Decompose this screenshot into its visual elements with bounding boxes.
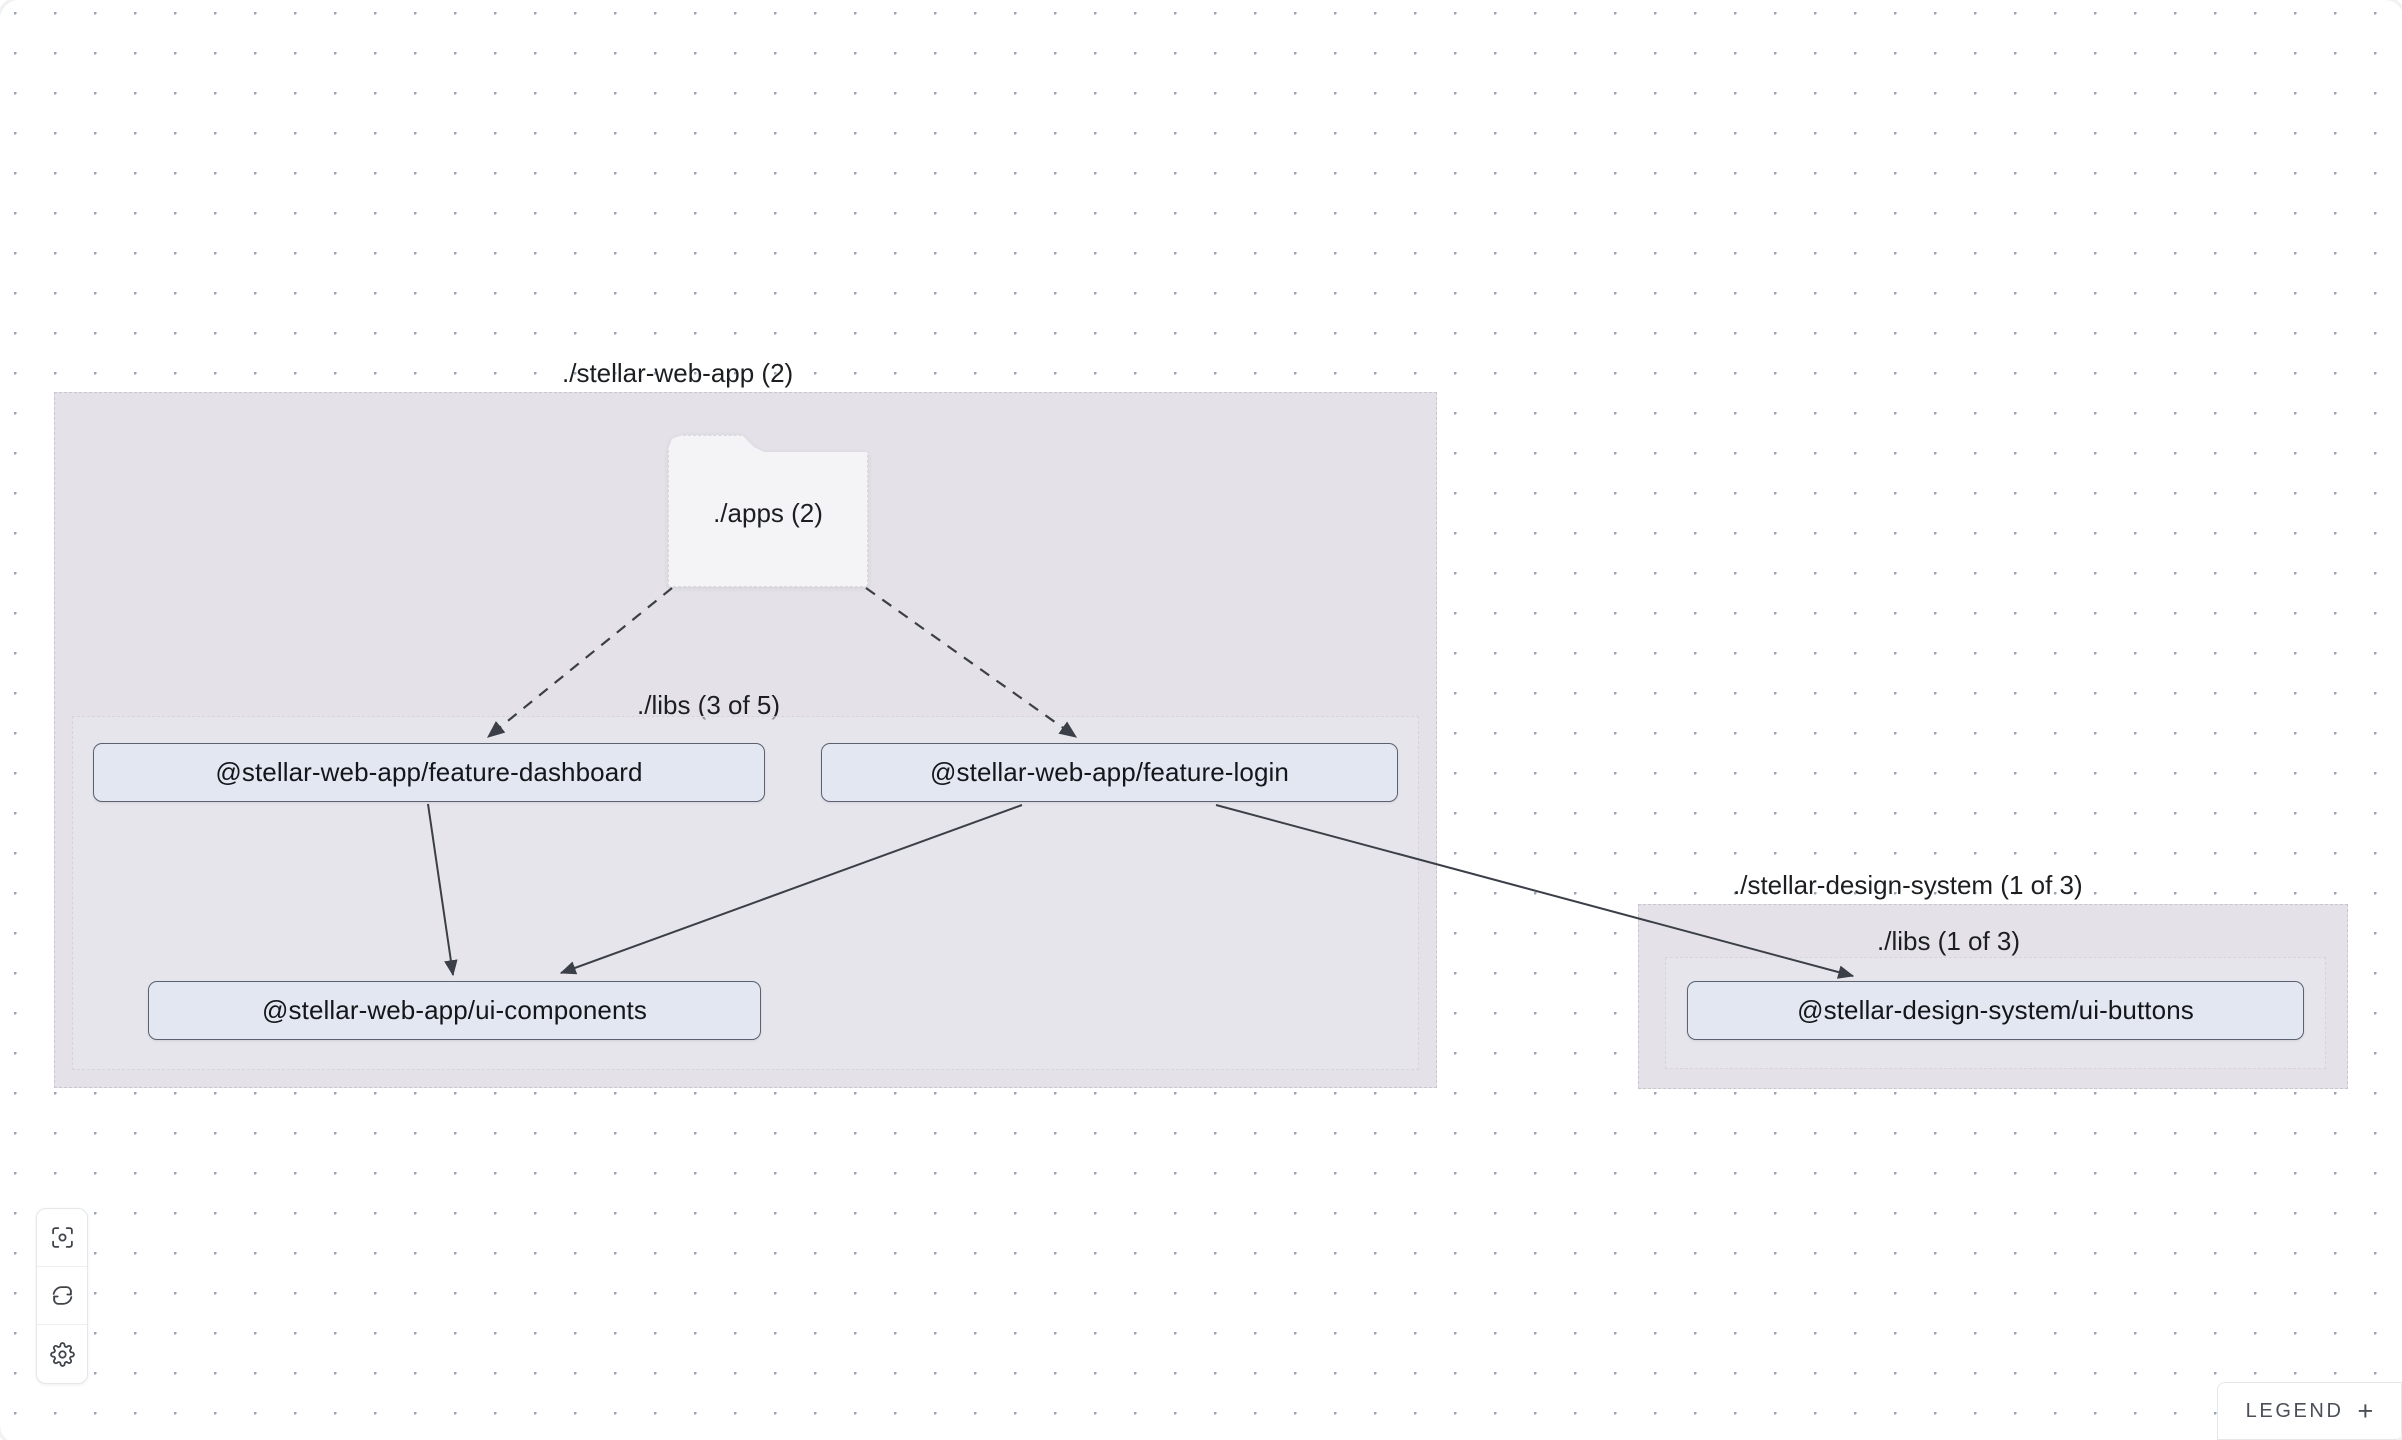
refresh-icon xyxy=(50,1283,75,1308)
plus-icon: + xyxy=(2357,1395,2374,1426)
focus-graph-button[interactable] xyxy=(37,1209,87,1267)
folder-node-apps[interactable]: ./apps (2) xyxy=(668,435,868,587)
legend-toggle-button[interactable]: LEGEND + xyxy=(2217,1382,2402,1440)
sub-container-label-design-system-libs: ./libs (1 of 3) xyxy=(1877,926,2021,956)
sub-container-label-web-app-libs: ./libs (3 of 5) xyxy=(637,690,781,720)
graph-toolbar xyxy=(36,1208,88,1384)
lib-node-feature-dashboard[interactable]: @stellar-web-app/feature-dashboard xyxy=(93,743,765,802)
legend-label: LEGEND xyxy=(2245,1399,2344,1422)
container-label-stellar-design-system: ./stellar-design-system (1 of 3) xyxy=(1733,870,2083,900)
gear-icon xyxy=(49,1341,75,1367)
folder-node-apps-label: ./apps (2) xyxy=(713,498,823,528)
lib-node-ui-components[interactable]: @stellar-web-app/ui-components xyxy=(148,981,761,1040)
graph-settings-button[interactable] xyxy=(37,1325,87,1383)
focus-icon xyxy=(50,1225,75,1250)
container-label-stellar-web-app: ./stellar-web-app (2) xyxy=(562,358,794,388)
lib-node-feature-login[interactable]: @stellar-web-app/feature-login xyxy=(821,743,1398,802)
lib-node-ui-buttons[interactable]: @stellar-design-system/ui-buttons xyxy=(1687,981,2304,1040)
refresh-graph-button[interactable] xyxy=(37,1267,87,1325)
